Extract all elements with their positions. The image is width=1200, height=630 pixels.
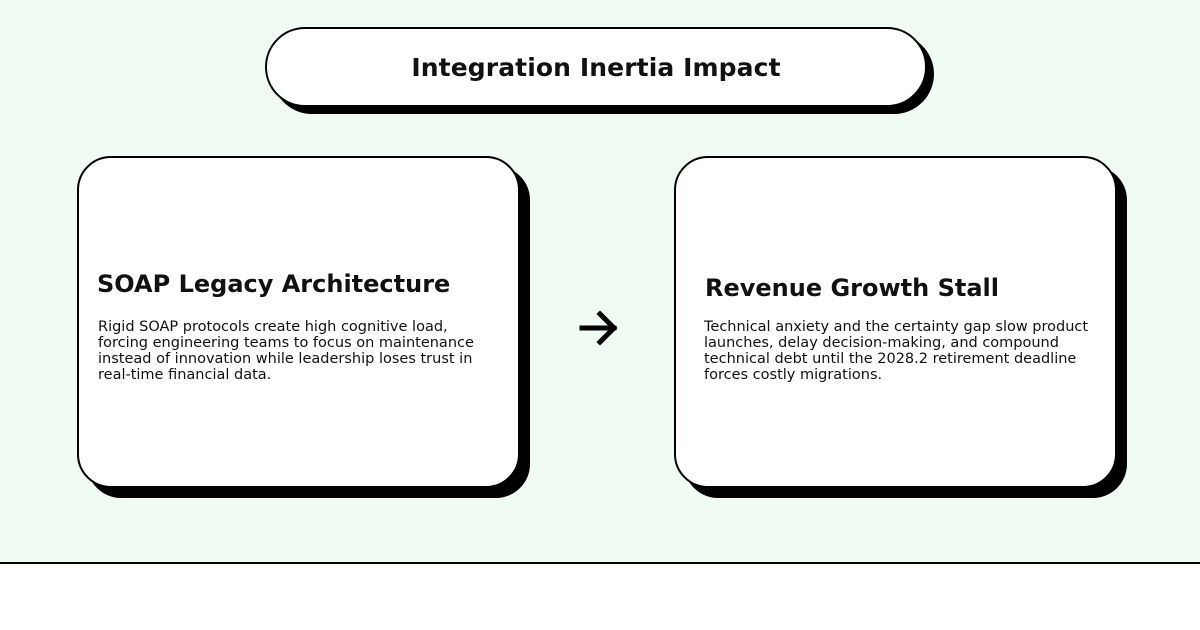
effect-card: Revenue Growth Stall Technical anxiety a… [674,156,1117,488]
cause-card: SOAP Legacy Architecture Rigid SOAP prot… [77,156,520,488]
cause-card-title: SOAP Legacy Architecture [97,270,451,298]
effect-card-title: Revenue Growth Stall [705,274,999,302]
arrow-right-icon [579,310,618,346]
effect-card-body: Technical anxiety and the certainty gap … [704,319,1089,383]
diagram-canvas: Integration Inertia Impact SOAP Legacy A… [0,0,1200,564]
cause-card-body: Rigid SOAP protocols create high cogniti… [98,319,474,383]
title-banner: Integration Inertia Impact [265,27,927,107]
diagram-title: Integration Inertia Impact [411,52,781,82]
